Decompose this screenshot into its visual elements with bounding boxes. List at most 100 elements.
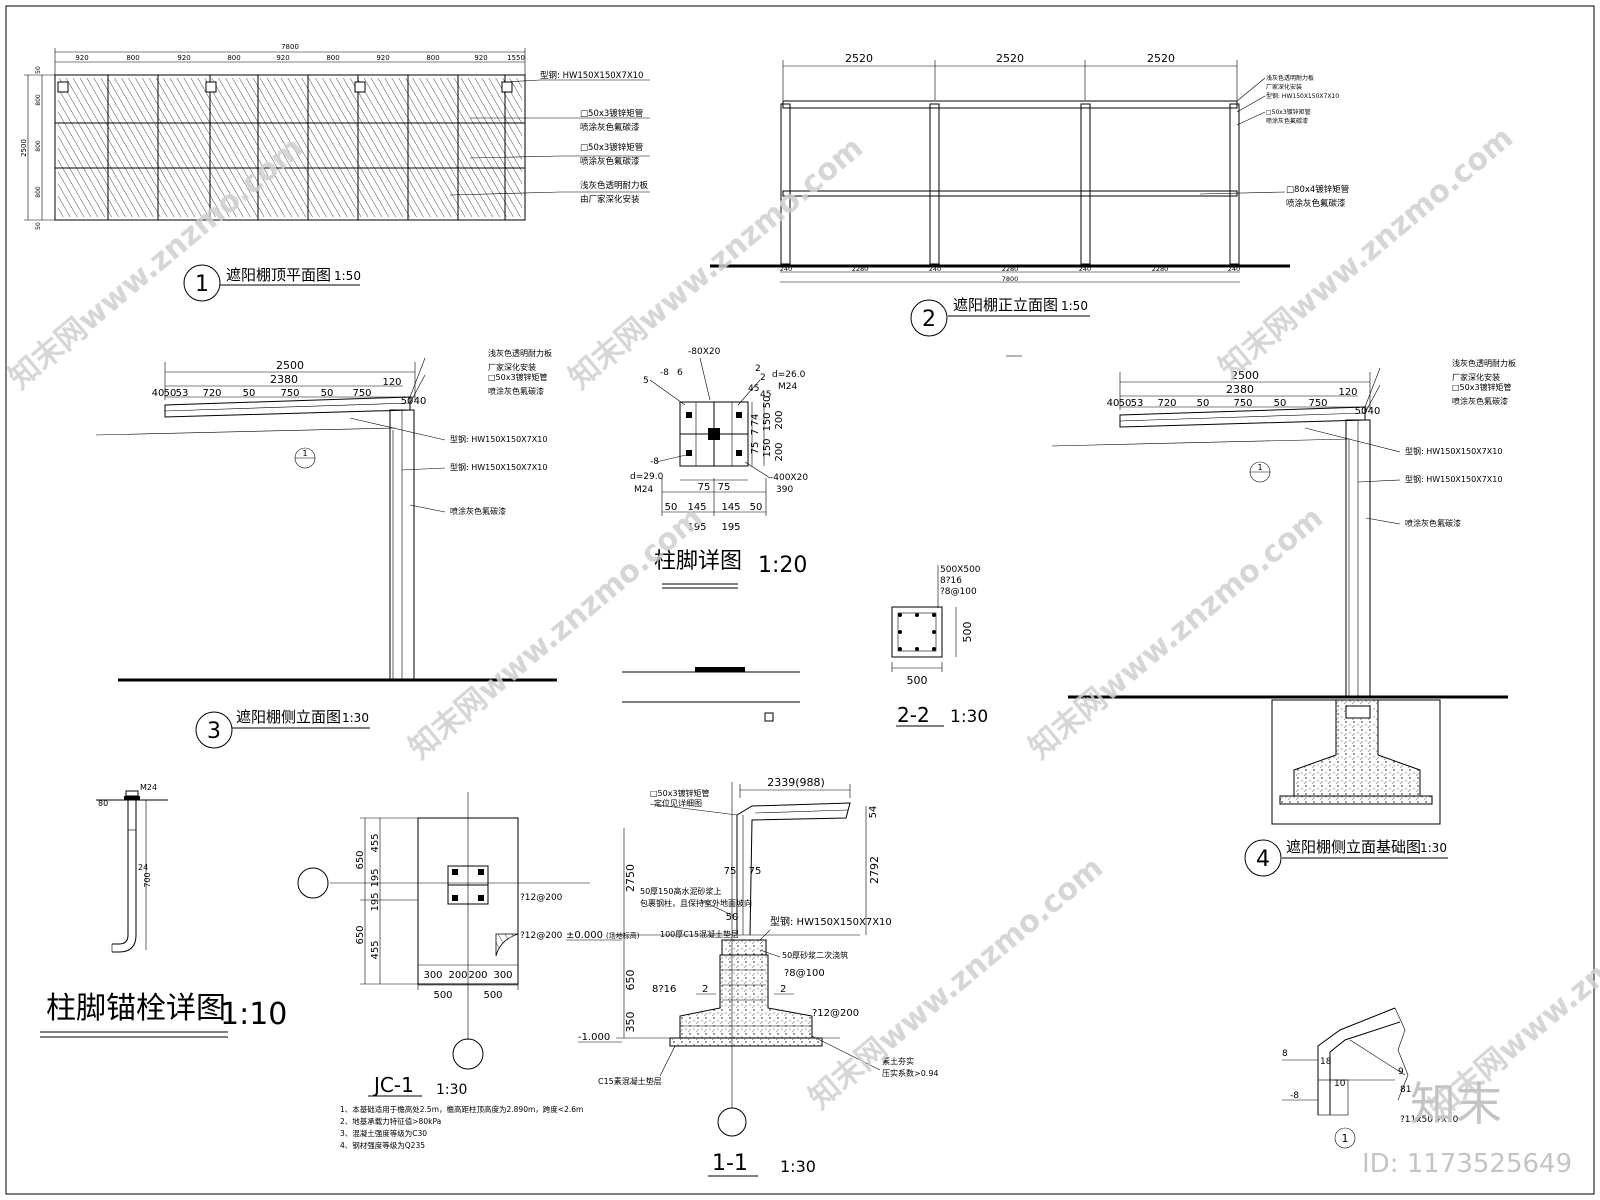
fnd-label: 喷涂灰色氟碳漆	[1452, 396, 1508, 406]
foot-label: 45	[748, 384, 759, 394]
front-column	[780, 103, 791, 265]
plan-span-dim: 920	[75, 54, 88, 62]
jc1-axis-bubble-bottom	[452, 1038, 484, 1070]
side-dim: 750	[280, 388, 299, 399]
fnd-label: 厂家深化安装	[1452, 372, 1500, 382]
s11-label: 型钢: HW150X150X7X10	[770, 915, 892, 928]
fnd-dim: 53	[1131, 398, 1144, 409]
side-dim: 53	[176, 388, 189, 399]
jc1-note: 4、钢材强度等级为Q235	[340, 1140, 425, 1150]
fnd-dim: 50	[1274, 398, 1287, 409]
jc1-bar: ?12@200	[520, 931, 563, 941]
front-bottom-dim: 2280	[1152, 265, 1169, 273]
sheet-border	[5, 5, 1595, 1195]
detail-label: 10	[1334, 1079, 1346, 1089]
plan-label: □50x3镀锌矩管	[580, 142, 643, 153]
jc1-axis-bubble-left	[297, 867, 329, 899]
watermark-id: ID: 1173525649	[1362, 1149, 1572, 1179]
s22-height: 500	[961, 622, 974, 643]
s11-lvl0-note: (场地标高)	[606, 931, 640, 940]
view-4-title: 遮阳棚侧立面基础图	[1286, 838, 1421, 856]
plan-span-dim: 920	[474, 54, 487, 62]
anchor-bolt	[112, 800, 129, 945]
front-column	[1229, 103, 1240, 265]
foot-label: -400X20	[770, 473, 808, 483]
jc1-title: JC-1	[372, 1073, 414, 1097]
plan-left-dim: 50	[35, 66, 42, 74]
front-roof-beam	[782, 100, 1238, 109]
front-bottom-dim: 2280	[852, 265, 869, 273]
jc1-vdim: 195	[370, 868, 381, 887]
foot-vdim: 150	[762, 438, 773, 457]
detail-label: -8	[1290, 1091, 1299, 1101]
side-detail-marker-number: 1	[302, 449, 307, 458]
view-3-marker-number: 3	[207, 719, 221, 744]
side-dim: 50	[321, 388, 334, 399]
plan-span-dim: 800	[227, 54, 240, 62]
jc1-note: 2、地基承载力特征值>80kPa	[340, 1116, 441, 1126]
s11-mark: 2	[780, 984, 786, 995]
roof-plan-hatch	[58, 78, 522, 217]
connection-detail: 8 -8 9 10 18 81 ?11x50 7x10 1	[1282, 1007, 1459, 1149]
watermark-text: 知末网www.znzmo.com	[803, 850, 1110, 1116]
foot-label: 2	[760, 373, 766, 383]
watermark-text: 知末网www.znzmo.com	[403, 500, 710, 766]
front-total-dim: 7800	[1002, 275, 1019, 283]
foot-label: -8	[650, 457, 659, 467]
side-label: 厂家深化安装	[488, 362, 536, 372]
plan-label: 由厂家深化安装	[580, 194, 640, 205]
foot-label: M24	[634, 485, 653, 495]
foot-vdim: 200	[774, 442, 785, 461]
s11-label: 包裹钢柱，且保持室外地面坡向	[640, 898, 752, 908]
roof-plan-outline	[54, 74, 526, 221]
view-4-scale: 1:30	[1420, 841, 1447, 855]
section-1-1: 2339(988) 54 2792 2750 650 350 75 75 50	[566, 776, 939, 1177]
s22-spec: ?8@100	[940, 587, 977, 597]
fnd-label: 浅灰色透明耐力板	[1452, 358, 1516, 368]
plan-label: 浅灰色透明耐力板	[580, 180, 649, 191]
fnd-dim: 50	[1355, 406, 1368, 417]
plan-span-dim: 920	[276, 54, 289, 62]
front-top-dim: 2520	[845, 52, 873, 65]
fnd-dim: 50	[1197, 398, 1210, 409]
plan-span-dim: 1550	[507, 54, 525, 62]
foot-dim: 50	[750, 502, 763, 513]
s11-label: 100厚C15混凝土垫层	[660, 929, 739, 939]
fnd-dim: 750	[1308, 398, 1327, 409]
foot-dim: 75	[698, 482, 711, 493]
fnd-label: 型钢: HW150X150X7X10	[1405, 446, 1502, 456]
jc1-vdim: 650	[355, 925, 366, 944]
foot-dim: 50	[665, 502, 678, 513]
jc1-note: 1、本基础适用于檐高处2.5m，檐高距柱顶高度为2.890m，跨度<2.6m	[340, 1104, 583, 1114]
s11-label: 定位见详细图	[654, 798, 702, 808]
foot-vdim: 200	[774, 410, 785, 429]
jc1-hdim: 300	[493, 970, 512, 981]
side-second-dim: 2380	[270, 373, 298, 386]
s11-top-dim: 2339(988)	[767, 776, 825, 789]
jc1-hdim: 200	[448, 970, 467, 981]
foot-label: -8	[660, 368, 669, 378]
side-label: 型钢: HW150X150X7X10	[450, 434, 547, 444]
jc1-vdim: 455	[370, 940, 381, 959]
section-2-2: 500X500 8?16 ?8@100 500 500 2-2 1:30	[891, 565, 988, 727]
view-4-marker-number: 4	[1256, 847, 1270, 872]
fnd-dim: 40	[1107, 398, 1120, 409]
s22-scale: 1:30	[950, 707, 988, 727]
side-elevation-view: 2500 2380 40 50 53 720 50 750 50 750 120…	[95, 348, 557, 749]
side-dim: 40	[152, 388, 165, 399]
detail-marker-number: 1	[1342, 1132, 1349, 1145]
front-bottom-dim: 240	[1228, 265, 1240, 273]
front-column	[929, 103, 940, 265]
foot-label: 390	[776, 485, 793, 495]
foot-label: M24	[778, 382, 797, 392]
s11-bar8: ?8@100	[784, 968, 825, 979]
s22-width: 500	[907, 674, 928, 687]
jc1-foundation-plan: 650 455 195 195 650 455 300 200 200 300 …	[297, 792, 590, 1150]
s11-mark: 2	[702, 984, 708, 995]
brand-logo-text: 知末	[1410, 1077, 1502, 1131]
plan-span-dim: 800	[326, 54, 339, 62]
foot-vdim: 75	[750, 442, 761, 455]
jc1-vdim: 455	[370, 833, 381, 852]
jc1-bar: ?12@200	[520, 893, 563, 903]
s11-d2750: 2750	[624, 864, 637, 892]
